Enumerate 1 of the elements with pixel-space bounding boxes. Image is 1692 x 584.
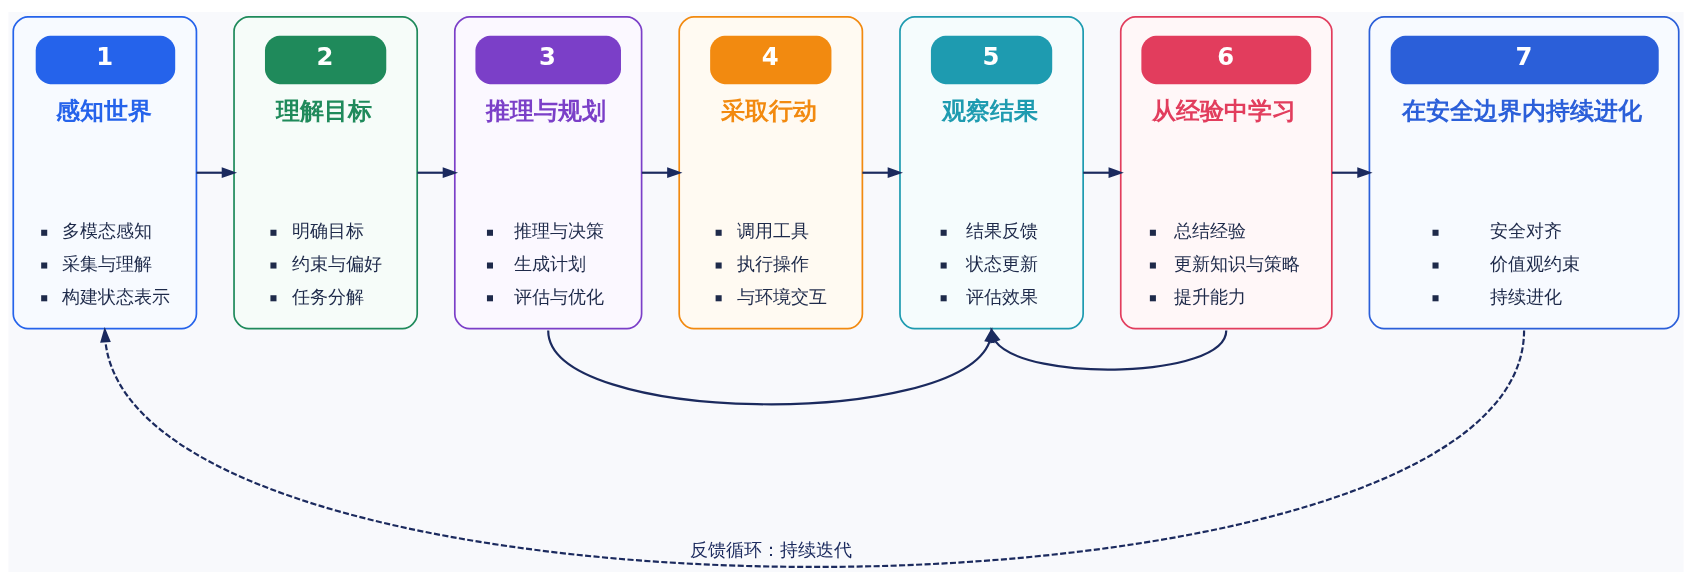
edge-label: 反馈循环：持续迭代 <box>689 539 852 561</box>
